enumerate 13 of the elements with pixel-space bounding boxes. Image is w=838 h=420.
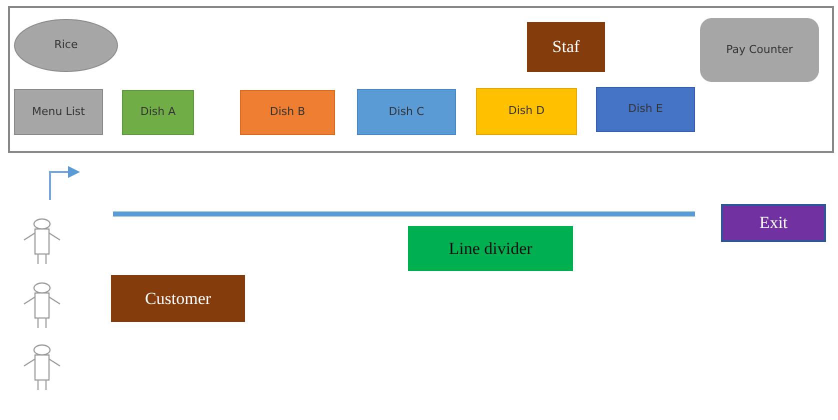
divider-label: Line divider <box>408 226 573 271</box>
dish-tray: Dish A <box>122 90 194 135</box>
counter-area <box>8 6 834 153</box>
dish-tray: Dish E <box>596 87 695 132</box>
dish-tray: Dish C <box>357 89 456 135</box>
dish-tray: Dish D <box>476 88 577 135</box>
exit-sign: Exit <box>721 204 826 242</box>
dish-tray: Dish B <box>240 90 335 135</box>
customer-label: Customer <box>111 275 245 322</box>
menu-list-board: Menu List <box>14 89 103 135</box>
rice-container: Rice <box>14 19 118 72</box>
pay-counter: Pay Counter <box>700 18 819 82</box>
staff-label: Staf <box>527 22 605 72</box>
